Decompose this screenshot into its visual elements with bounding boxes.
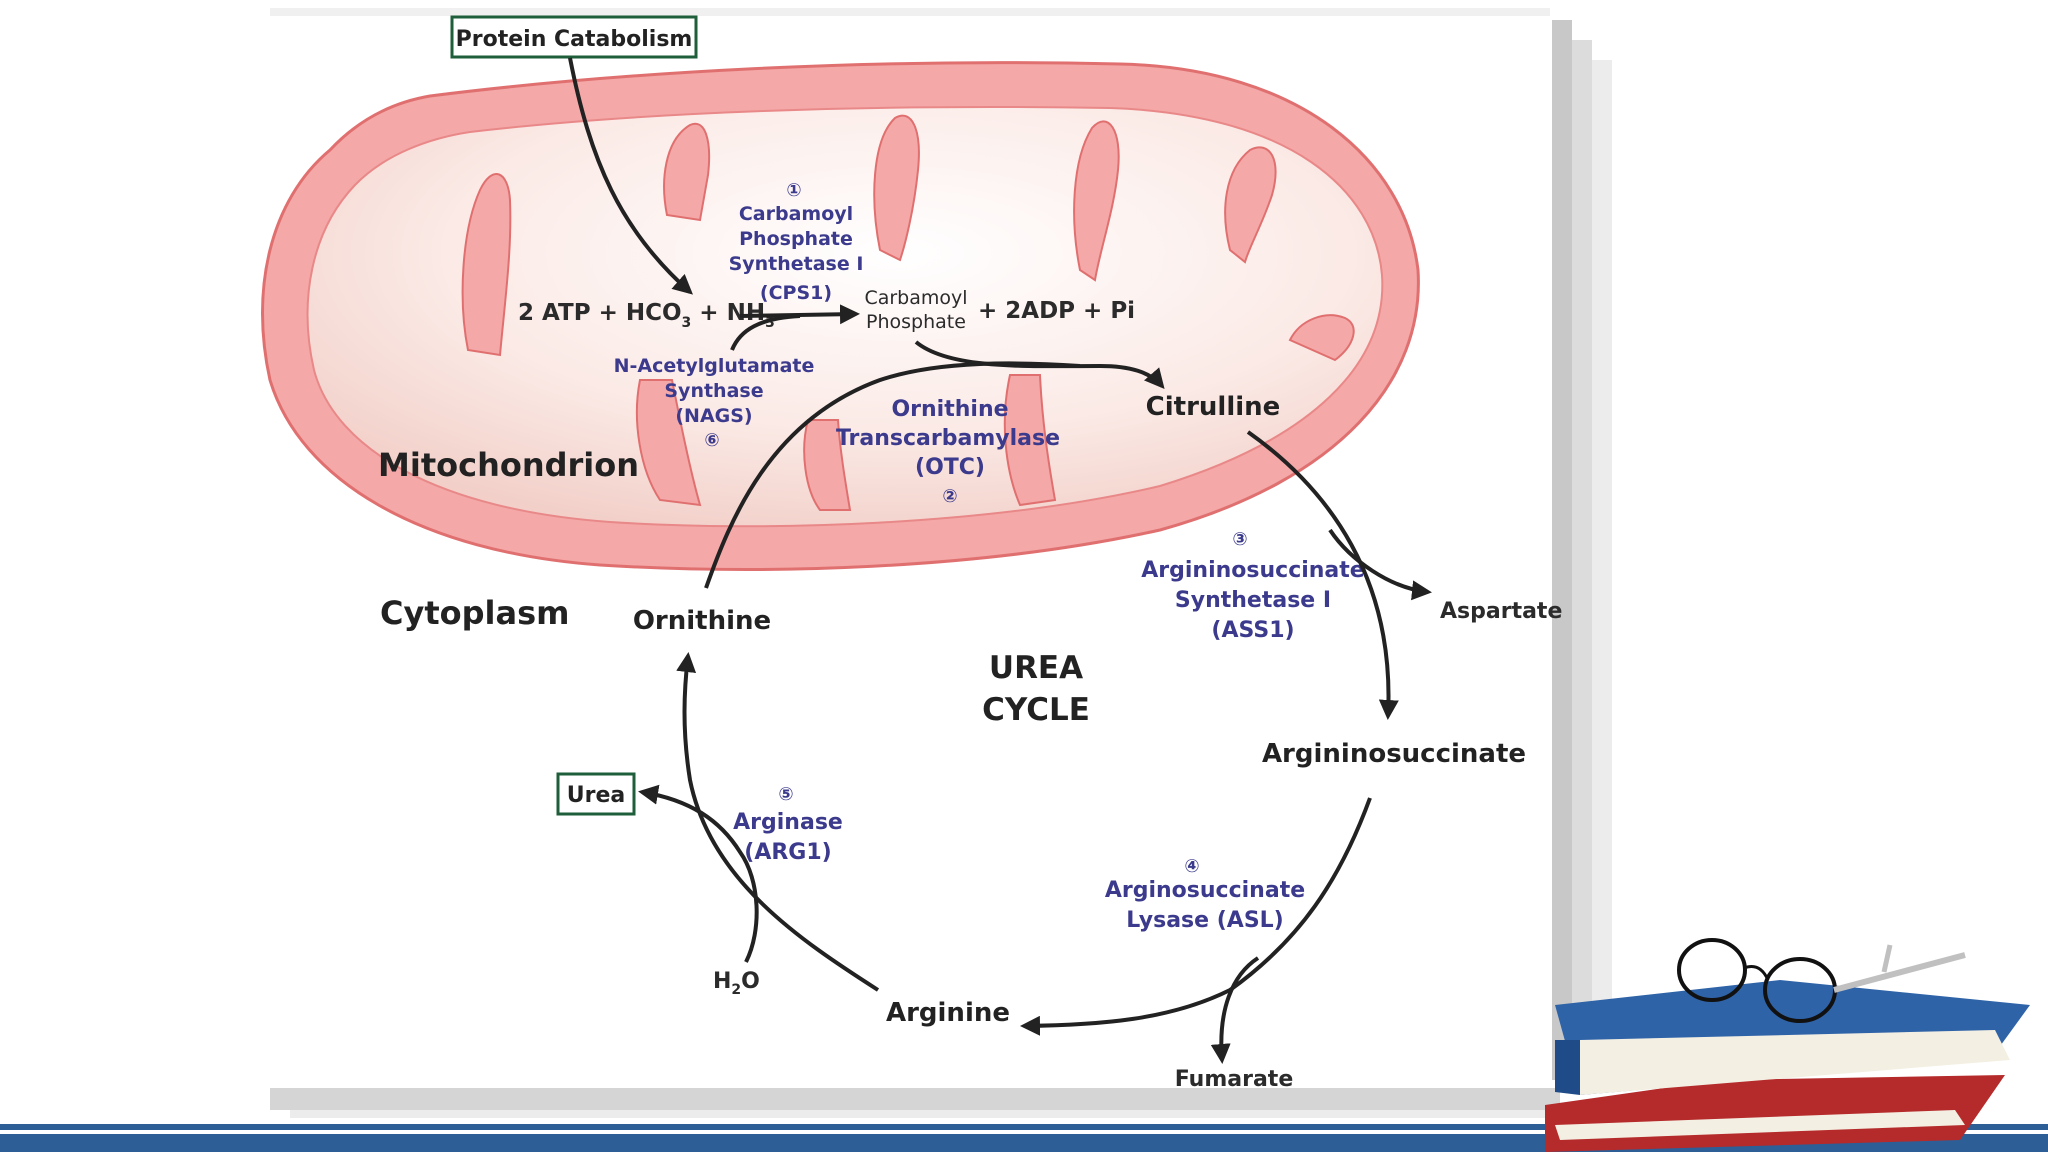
mitochondrion-label: Mitochondrion [378,446,639,484]
svg-text:②: ② [942,486,957,507]
ornithine-label: Ornithine [633,606,771,636]
svg-text:(NAGS): (NAGS) [675,405,752,427]
footer-bar [0,1124,2048,1152]
svg-text:N-Acetylglutamate: N-Acetylglutamate [614,355,815,377]
slide-frame [270,8,1612,1118]
protein-catabolism-box: Protein Catabolism [450,15,698,59]
arrow-ornithine-to-citrulline [704,361,1081,589]
enzyme-cps1: ① Carbamoyl Phosphate Synthetase I (CPS1… [729,180,864,304]
enzyme-otc: Ornithine Transcarbamylase (OTC) ② [836,397,1060,507]
glasses-illustration [1677,938,1966,1023]
svg-text:①: ① [786,180,801,201]
protein-catabolism-label: Protein Catabolism [456,27,693,52]
enzyme-ass1: ③ Argininosuccinate Synthetase I (ASS1) [1141,529,1364,643]
enzyme-nags: N-Acetylglutamate Synthase (NAGS) ⑥ [614,355,815,451]
arrow-aspartate-input [1328,528,1432,601]
carbamoyl-line1: Carbamoyl [864,287,967,309]
svg-text:Transcarbamylase: Transcarbamylase [836,426,1060,451]
svg-text:④: ④ [1184,856,1199,877]
water-label: H2O [713,969,760,998]
svg-text:H2O: H2O [713,969,760,998]
fumarate-label: Fumarate [1175,1067,1294,1092]
arrow-protein-to-nh3 [568,57,693,295]
svg-text:Synthase: Synthase [664,380,763,402]
urea-box: Urea [556,772,636,816]
svg-text:⑥: ⑥ [704,430,719,451]
arrow-nags-activation [730,314,801,351]
svg-text:Phosphate: Phosphate [739,228,853,250]
svg-text:Lysase (ASL): Lysase (ASL) [1126,908,1283,933]
svg-text:Arginase: Arginase [733,810,843,835]
svg-text:(ARG1): (ARG1) [744,840,831,865]
arrow-water-to-urea [638,784,759,963]
carbamoyl-line2: Phosphate [866,311,966,333]
svg-text:Arginosuccinate: Arginosuccinate [1105,878,1305,903]
arginine-label: Arginine [886,998,1010,1028]
svg-text:Synthetase I: Synthetase I [1175,588,1331,613]
urea-label: Urea [567,783,625,808]
svg-text:Ornithine: Ornithine [891,397,1008,422]
svg-text:Argininosuccinate: Argininosuccinate [1141,558,1364,583]
svg-text:(OTC): (OTC) [915,455,985,480]
adp-pi-label: + 2ADP + Pi [978,298,1135,324]
svg-text:(CPS1): (CPS1) [760,282,832,304]
svg-text:2 ATP + HCO3 + NH3: 2 ATP + HCO3 + NH3 [518,300,775,331]
svg-text:Synthetase I: Synthetase I [729,253,864,275]
books-illustration [1545,980,2030,1152]
argininosuccinate-label: Argininosuccinate [1262,739,1526,769]
urea-cycle-title-line1: UREA [989,650,1083,686]
svg-text:(ASS1): (ASS1) [1211,618,1294,643]
enzyme-arg1: ⑤ Arginase (ARG1) [733,784,843,865]
reactants-equation: 2 ATP + HCO3 + NH3 [518,300,775,331]
svg-text:Carbamoyl: Carbamoyl [739,203,853,225]
svg-text:⑤: ⑤ [778,784,793,805]
arrow-fumarate-output [1210,956,1260,1064]
carbamoyl-phosphate-product: Carbamoyl Phosphate + 2ADP + Pi [864,287,1135,333]
arrow-citrulline-to-argininosuccinate [1246,430,1399,720]
enzyme-asl: ④ Arginosuccinate Lysase (ASL) [1105,856,1305,933]
svg-text:③: ③ [1232,529,1247,550]
cytoplasm-label: Cytoplasm [380,594,569,632]
aspartate-label: Aspartate [1440,599,1562,624]
urea-cycle-title-line2: CYCLE [982,692,1090,728]
citrulline-label: Citrulline [1146,392,1281,422]
